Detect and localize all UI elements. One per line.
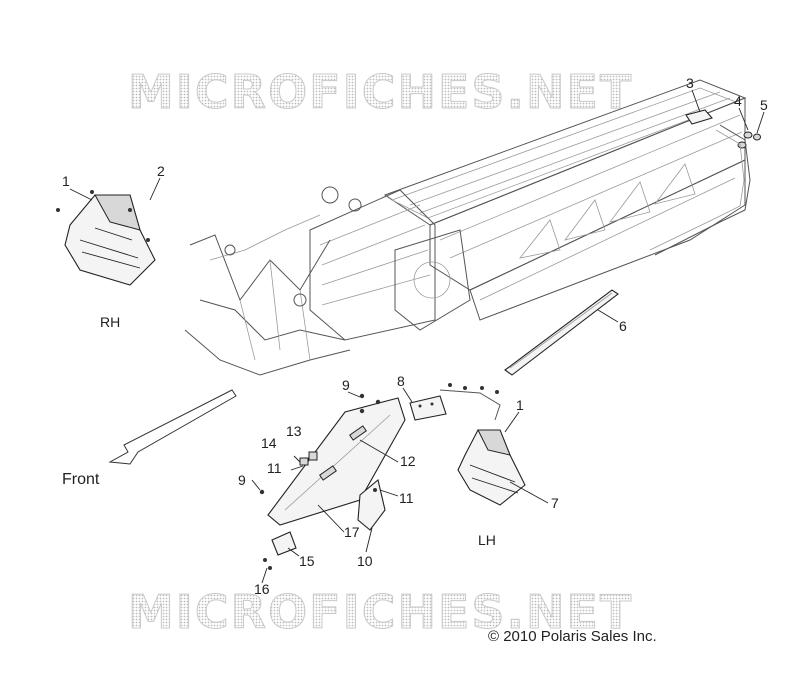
- callout-1-lh: 1: [516, 397, 524, 413]
- callout-6: 6: [619, 318, 627, 334]
- side-label-rh: RH: [100, 314, 120, 330]
- part-rod-right: [649, 124, 751, 256]
- callout-4: 4: [734, 93, 742, 109]
- part-lh-rod: [439, 383, 501, 421]
- part-8-bracket: [409, 395, 447, 421]
- arrow-down-left-icon: [108, 389, 237, 465]
- part-16-bolts: [263, 558, 272, 570]
- callout-3: 3: [686, 75, 694, 91]
- callout-8: 8: [397, 373, 405, 389]
- part-7-lh-footrest: [457, 429, 526, 506]
- callout-11-right: 11: [399, 490, 414, 506]
- callout-13: 13: [286, 423, 302, 439]
- part-4-5-washers: [737, 131, 761, 149]
- watermark-top: MICROFICHES.NET: [128, 65, 633, 119]
- callout-9-top: 9: [342, 377, 350, 393]
- callout-7: 7: [551, 495, 559, 511]
- watermark-bottom: MICROFICHES.NET: [128, 585, 633, 639]
- copyright-text: © 2010 Polaris Sales Inc.: [488, 628, 657, 645]
- front-label: Front: [62, 471, 100, 488]
- callout-2: 2: [157, 163, 165, 179]
- side-label-lh: LH: [478, 532, 496, 548]
- callout-9-left: 9: [238, 472, 246, 488]
- callout-17: 17: [344, 524, 360, 540]
- callout-11-left: 11: [267, 460, 282, 476]
- chassis-frame: [184, 79, 747, 376]
- callout-12: 12: [400, 453, 416, 469]
- callout-5: 5: [760, 97, 768, 113]
- part-10-bracket: [357, 479, 386, 531]
- part-1-rh-footrest: [56, 190, 156, 286]
- callout-10: 10: [357, 553, 373, 569]
- callout-16: 16: [254, 581, 270, 597]
- part-3-bracket: [685, 109, 713, 125]
- callout-15: 15: [299, 553, 315, 569]
- part-12-plate: [267, 397, 406, 526]
- callout-14: 14: [261, 435, 277, 451]
- part-9-bolts: [259, 393, 365, 495]
- leader-lines: [69, 89, 765, 584]
- callout-1-rh: 1: [62, 173, 70, 189]
- part-6-strip: [504, 289, 619, 376]
